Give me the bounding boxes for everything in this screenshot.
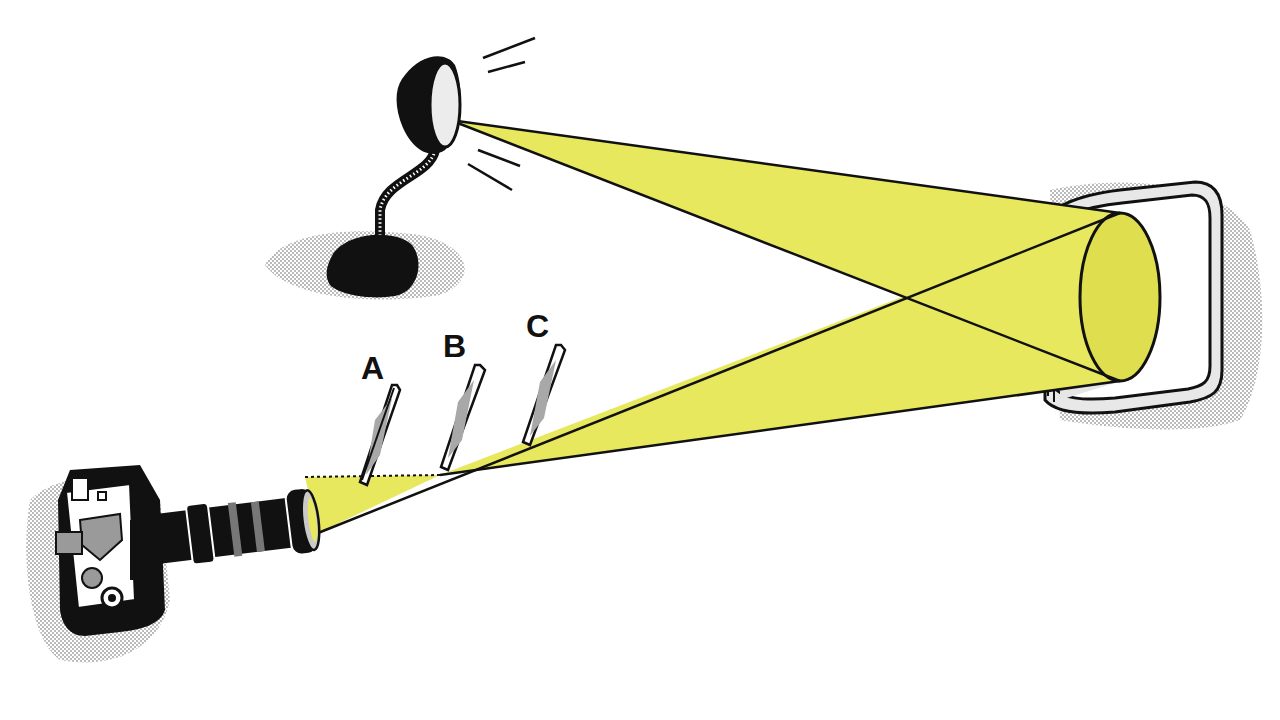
slide-a [360, 385, 400, 485]
slide-b [441, 365, 485, 470]
lamp-shadow [265, 231, 465, 299]
slide-label: A [361, 352, 384, 384]
slide-c [523, 345, 565, 445]
lamp-glow [468, 38, 535, 190]
camera-body [56, 465, 165, 636]
mirror-face [1080, 213, 1160, 381]
slide-label: C [526, 310, 549, 342]
slide-label: B [443, 330, 466, 362]
ray-lines [305, 120, 1120, 533]
lamp-face [430, 63, 460, 147]
lamp-head [397, 56, 461, 153]
reflected-beam [440, 213, 1120, 475]
reflected-beam-focus [305, 475, 440, 533]
light-beam [450, 120, 1120, 381]
lamp-base [327, 235, 419, 298]
